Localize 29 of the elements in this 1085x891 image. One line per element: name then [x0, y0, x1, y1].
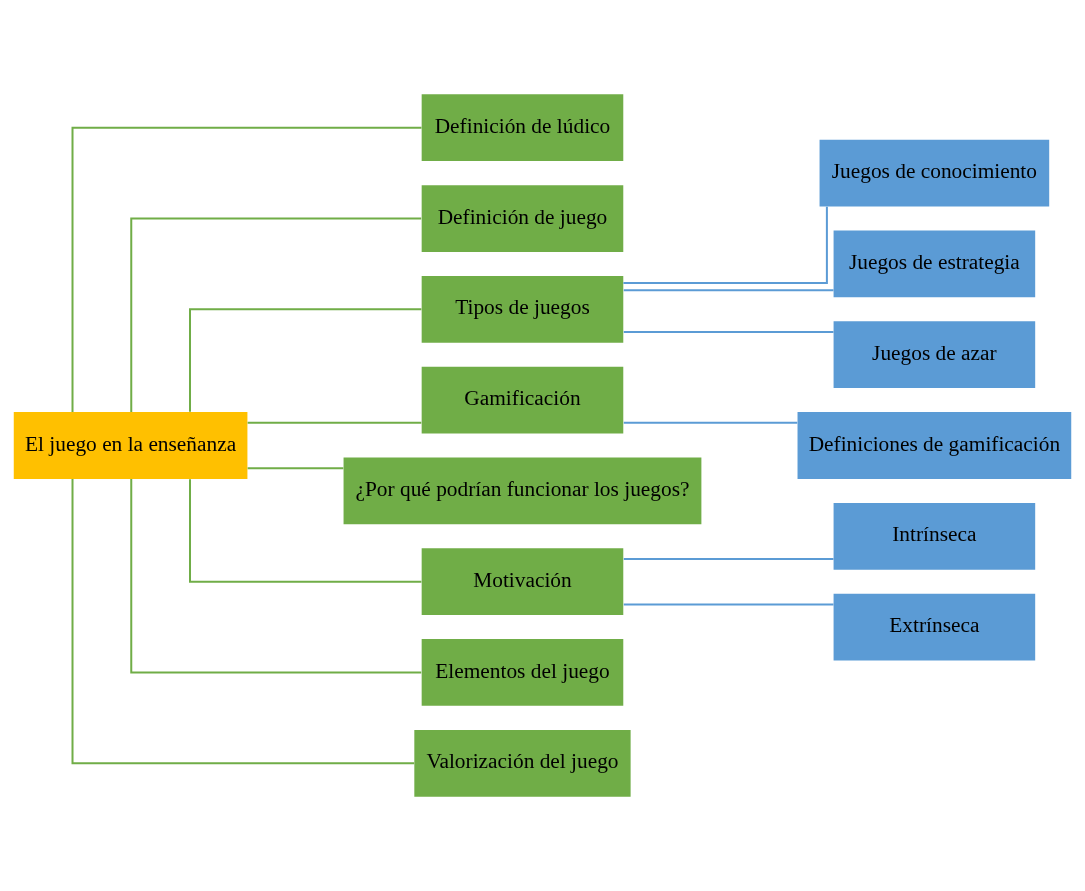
node-box: Tipos de juegos: [421, 275, 624, 343]
connector: [622, 205, 828, 285]
node-box: Elementos del juego: [421, 639, 624, 706]
connector: [189, 308, 423, 413]
node-box: Juegos de azar: [833, 321, 1036, 389]
node-box: El juego en la enseñanza: [13, 412, 248, 479]
node-box: Definición de juego: [421, 185, 624, 252]
connector: [189, 478, 423, 583]
connector: [622, 603, 835, 606]
connector: [130, 217, 423, 413]
node-box: Extrínseca: [833, 593, 1036, 661]
node-box: Valorización del juego: [414, 729, 631, 797]
connector: [622, 331, 835, 333]
node-box: Juegos de conocimiento: [819, 139, 1050, 207]
connector: [622, 289, 835, 292]
connector: [71, 477, 416, 765]
connector: [622, 421, 799, 424]
node-box: Intrínseca: [833, 502, 1036, 570]
connector: [246, 421, 423, 424]
node-box: Definición de lúdico: [421, 94, 624, 162]
node-box: Definiciones de gamificación: [797, 412, 1072, 479]
node-box: Motivación: [421, 548, 624, 616]
connector: [622, 558, 835, 560]
node-box: ¿Por qué podrían funcionar los juegos?: [343, 457, 702, 525]
node-box: Gamificación: [421, 366, 624, 434]
connector: [246, 467, 345, 470]
connector: [71, 126, 423, 414]
connector: [130, 478, 423, 674]
node-box: Juegos de estrategia: [833, 230, 1036, 298]
